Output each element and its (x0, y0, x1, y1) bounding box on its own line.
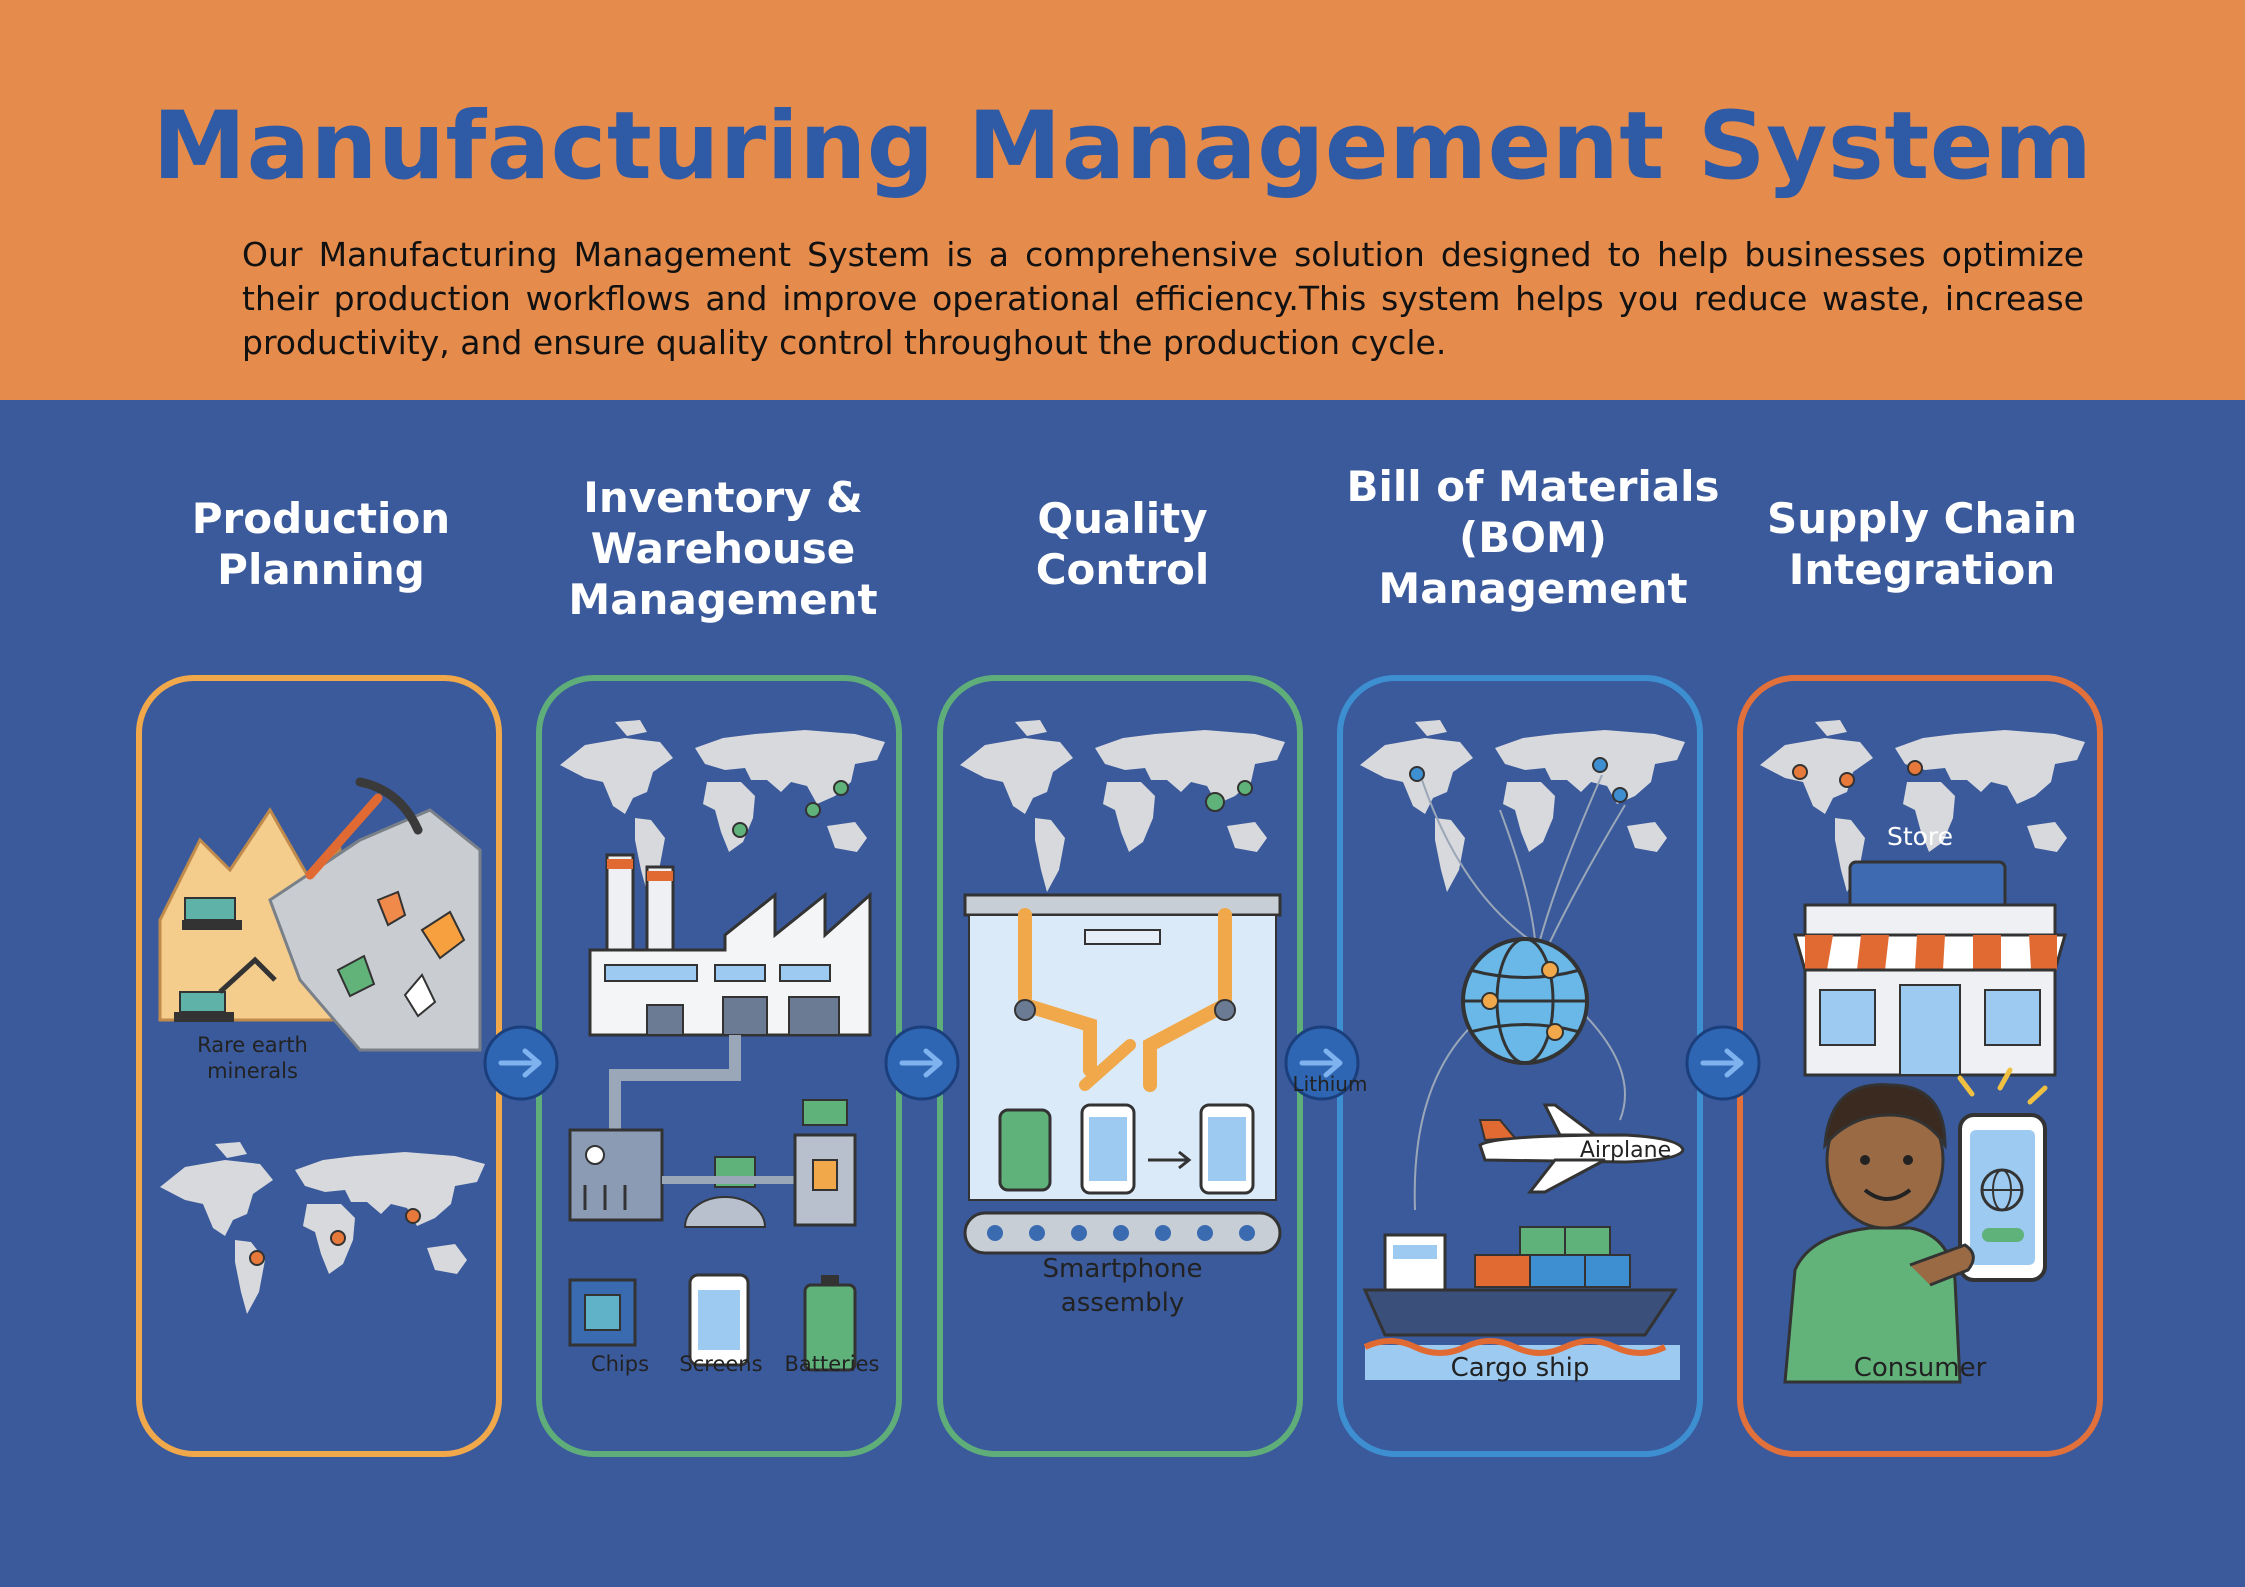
label-batteries: Batteries (784, 1352, 880, 1376)
world-map-icon (1360, 720, 1685, 892)
label-store: Store (1886, 822, 1954, 851)
label-airplane: Airplane (1579, 1138, 1672, 1163)
col-title-inventory: Inventory & Warehouse Management (568, 473, 878, 624)
col-title-bom: Bill of Materials (BOM) Management (1346, 462, 1720, 613)
page-title: Manufacturing Management System (152, 92, 2093, 201)
globe-network-icon (1413, 774, 1626, 1211)
label-smartphone-assembly: Smartphone assembly (1042, 1254, 1203, 1318)
world-map-icon (1760, 720, 2085, 892)
flow-arrow-icon (882, 1023, 962, 1103)
label-cargo-ship: Cargo ship (1450, 1353, 1590, 1383)
consumer-icon (1783, 1067, 2048, 1384)
header-banner: Manufacturing Management System Our Manu… (0, 0, 2245, 400)
world-map-icon (160, 1142, 485, 1314)
factory-icon (588, 853, 872, 1037)
world-map-icon (560, 720, 885, 892)
label-chips: Chips (590, 1352, 650, 1376)
store-icon (1793, 860, 2067, 1077)
label-lithium: Lithium (1292, 1072, 1368, 1096)
label-screens: Screens (679, 1352, 763, 1376)
col-title-quality-control: Quality Control (1035, 494, 1210, 594)
world-map-icon (960, 720, 1285, 892)
supply-network-icon (568, 1035, 857, 1372)
label-rare-earth: Rare earth minerals (197, 1033, 308, 1083)
col-title-supply-chain: Supply Chain Integration (1766, 494, 2078, 594)
assembly-line-icon (963, 893, 1282, 1255)
label-consumer: Consumer (1853, 1353, 1987, 1383)
page-description: Our Manufacturing Management System is a… (242, 235, 2084, 362)
airplane-icon (1478, 1103, 1685, 1194)
cargo-ship-icon (1362, 1226, 1680, 1380)
flow-arrow-icon (481, 1023, 561, 1103)
col-title-production-planning: Production Planning (191, 494, 451, 594)
mining-illustration (158, 777, 482, 1052)
flow-arrow-icon (1683, 1023, 1763, 1103)
